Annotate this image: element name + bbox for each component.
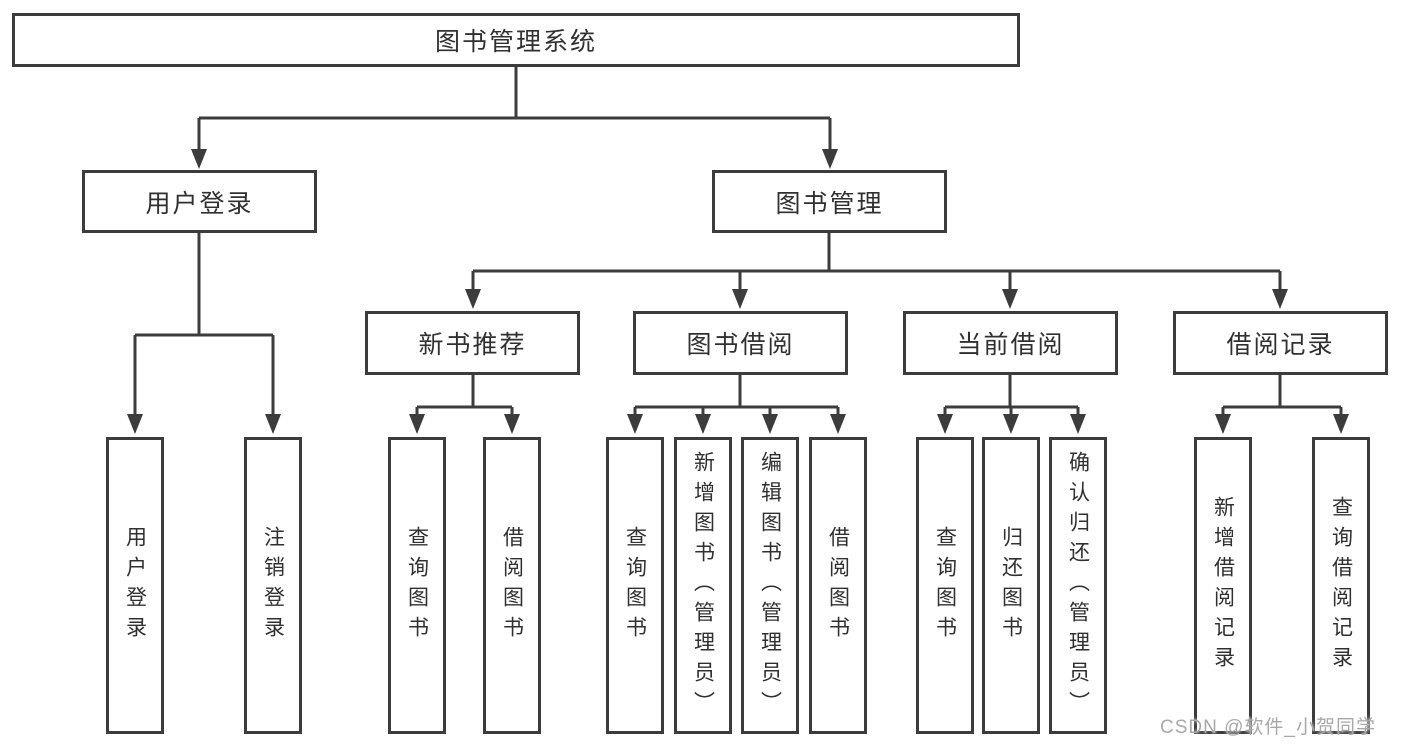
leaf-label: 查询借阅记录 <box>1329 495 1353 676</box>
node-book-management-branch: 图书管理 <box>712 170 947 233</box>
leaf-label: 编辑图书（管理员） <box>758 450 782 721</box>
leaf-label: 新增图书（管理员） <box>691 450 715 721</box>
node-leaf-add-books-admin: 新增图书（管理员） <box>674 437 732 734</box>
node-new-book-recommend: 新书推荐 <box>365 311 580 375</box>
leaf-label: 确认归还（管理员） <box>1066 450 1090 721</box>
leaf-label: 查询图书 <box>405 525 429 646</box>
node-leaf-query-books-2: 查询图书 <box>606 437 664 734</box>
leaf-label: 用户登录 <box>123 525 147 646</box>
node-leaf-confirm-return-admin: 确认归还（管理员） <box>1049 437 1107 734</box>
node-user-login-branch: 用户登录 <box>82 170 317 233</box>
node-leaf-edit-books-admin: 编辑图书（管理员） <box>741 437 799 734</box>
node-leaf-query-books-1: 查询图书 <box>388 437 446 734</box>
node-leaf-return-books: 归还图书 <box>982 437 1040 734</box>
leaf-label: 查询图书 <box>933 525 957 646</box>
node-root-title: 图书管理系统 <box>12 13 1020 67</box>
leaf-label: 归还图书 <box>999 525 1023 646</box>
node-leaf-borrow-books-1: 借阅图书 <box>483 437 541 734</box>
leaf-label: 注销登录 <box>261 525 285 646</box>
node-book-borrow: 图书借阅 <box>633 311 848 375</box>
node-leaf-logout: 注销登录 <box>244 437 302 734</box>
leaf-label: 借阅图书 <box>500 525 524 646</box>
csdn-watermark: CSDN @软件_小贺同学 <box>1160 717 1376 738</box>
node-borrow-records: 借阅记录 <box>1173 311 1388 375</box>
node-current-borrow: 当前借阅 <box>903 311 1118 375</box>
node-leaf-query-borrow-record: 查询借阅记录 <box>1312 437 1370 734</box>
node-leaf-user-login: 用户登录 <box>106 437 164 734</box>
leaf-label: 借阅图书 <box>826 525 850 646</box>
node-leaf-query-books-3: 查询图书 <box>916 437 974 734</box>
leaf-label: 新增借阅记录 <box>1211 495 1235 676</box>
node-leaf-borrow-books-2: 借阅图书 <box>809 437 867 734</box>
node-leaf-add-borrow-record: 新增借阅记录 <box>1194 437 1252 734</box>
leaf-label: 查询图书 <box>623 525 647 646</box>
